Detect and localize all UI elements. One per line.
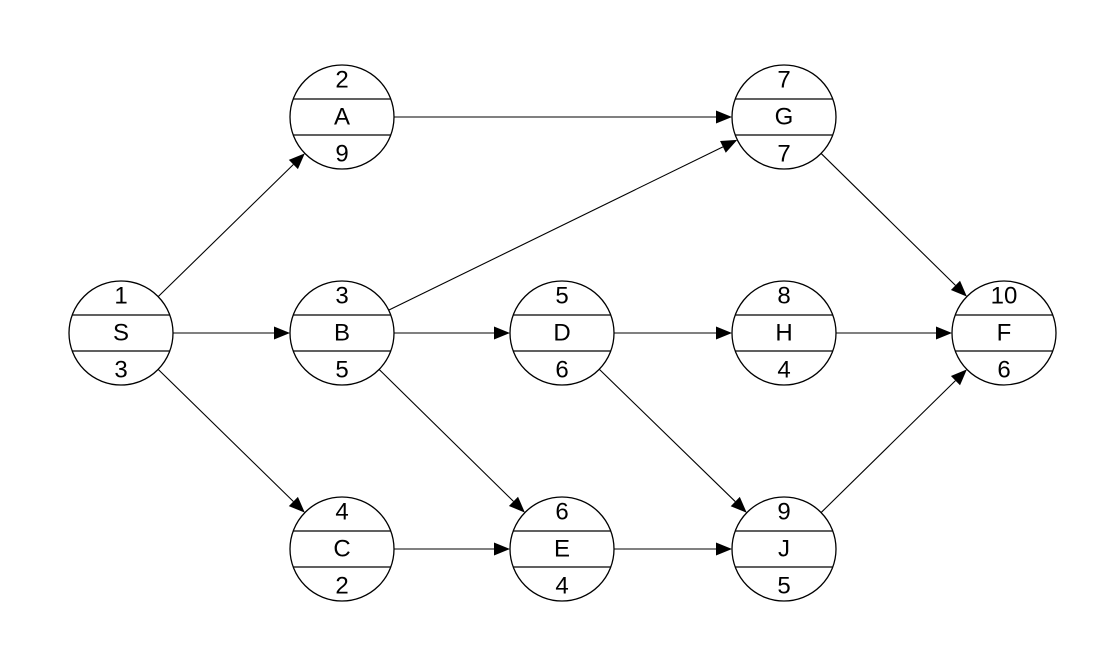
node-e: 6E 4 bbox=[509, 496, 615, 602]
node-h: 8H 4 bbox=[731, 280, 837, 386]
node-top-number: 1 bbox=[114, 283, 127, 310]
edge-line bbox=[378, 369, 514, 502]
node-circle bbox=[289, 64, 395, 170]
node-label: G bbox=[775, 104, 794, 131]
node-b: 3B 5 bbox=[289, 280, 395, 386]
arrow-head bbox=[716, 326, 732, 340]
node-label: D bbox=[553, 320, 570, 347]
arrow-head bbox=[288, 153, 305, 170]
node-top-number: 6 bbox=[555, 499, 568, 526]
edge-s-b bbox=[173, 326, 290, 340]
node-bottom-number: 9 bbox=[335, 141, 348, 168]
arrow-head bbox=[288, 496, 305, 513]
node-label: H bbox=[775, 320, 792, 347]
node-top-number: 7 bbox=[777, 67, 790, 94]
node-bottom-number: 4 bbox=[777, 357, 790, 384]
edges-layer bbox=[157, 110, 967, 556]
node-circle bbox=[289, 280, 395, 386]
node-bottom-number: 5 bbox=[777, 573, 790, 600]
node-bottom-number: 2 bbox=[335, 573, 348, 600]
node-circle bbox=[951, 280, 1057, 386]
node-label: C bbox=[333, 536, 350, 563]
node-label: A bbox=[334, 104, 350, 131]
node-label: F bbox=[997, 320, 1012, 347]
node-circle bbox=[731, 280, 837, 386]
node-circle bbox=[731, 496, 837, 602]
node-c: 4C 2 bbox=[289, 496, 395, 602]
node-label: S bbox=[113, 320, 129, 347]
edge-s-c bbox=[157, 368, 305, 513]
node-label: J bbox=[778, 536, 790, 563]
node-bottom-number: 4 bbox=[555, 573, 568, 600]
node-bottom-number: 6 bbox=[997, 357, 1010, 384]
edge-j-f bbox=[820, 369, 967, 513]
edge-line bbox=[388, 146, 724, 311]
edge-b-e bbox=[378, 369, 525, 513]
node-bottom-number: 7 bbox=[777, 141, 790, 168]
arrow-head bbox=[730, 496, 747, 513]
node-g: 7G7 bbox=[731, 64, 837, 170]
node-circle bbox=[509, 280, 615, 386]
arrow-head bbox=[716, 110, 732, 124]
node-circle bbox=[289, 496, 395, 602]
edge-d-h bbox=[614, 326, 732, 340]
edge-line bbox=[820, 153, 956, 286]
edge-line bbox=[157, 164, 294, 298]
node-bottom-number: 5 bbox=[335, 357, 348, 384]
edge-a-g bbox=[394, 110, 732, 124]
arrow-head bbox=[936, 326, 952, 340]
node-circle bbox=[68, 280, 174, 386]
edge-line bbox=[157, 368, 294, 502]
arrow-head bbox=[950, 280, 967, 297]
edge-b-g bbox=[388, 139, 738, 311]
edge-line bbox=[820, 380, 956, 513]
node-d: 5D 6 bbox=[509, 280, 615, 386]
edge-s-a bbox=[157, 153, 305, 298]
node-label: E bbox=[554, 536, 570, 563]
edge-e-j bbox=[614, 542, 732, 556]
node-top-number: 8 bbox=[777, 283, 790, 310]
node-circle bbox=[509, 496, 615, 602]
node-label: B bbox=[334, 320, 350, 347]
node-bottom-number: 3 bbox=[114, 357, 127, 384]
edge-line bbox=[598, 368, 736, 502]
edge-h-f bbox=[836, 326, 952, 340]
node-s: 1S 3 bbox=[68, 280, 174, 386]
arrow-head bbox=[950, 369, 967, 386]
arrow-head bbox=[494, 326, 510, 340]
node-top-number: 10 bbox=[991, 283, 1018, 310]
node-top-number: 3 bbox=[335, 283, 348, 310]
arrow-head bbox=[508, 496, 525, 513]
arrow-head bbox=[720, 139, 738, 153]
arrow-head bbox=[716, 542, 732, 556]
node-top-number: 9 bbox=[777, 499, 790, 526]
node-j: 9J 5 bbox=[731, 496, 837, 602]
arrow-head bbox=[274, 326, 290, 340]
node-top-number: 5 bbox=[555, 283, 568, 310]
node-top-number: 4 bbox=[335, 499, 348, 526]
node-bottom-number: 6 bbox=[555, 357, 568, 384]
node-a: 2A 9 bbox=[289, 64, 395, 170]
edge-d-j bbox=[598, 368, 747, 513]
edge-b-d bbox=[394, 326, 510, 340]
edge-g-f bbox=[820, 153, 967, 297]
node-circle bbox=[731, 64, 837, 170]
node-f: 10F 6 bbox=[951, 280, 1057, 386]
edge-c-e bbox=[394, 542, 510, 556]
node-top-number: 2 bbox=[335, 67, 348, 94]
arrow-head bbox=[494, 542, 510, 556]
